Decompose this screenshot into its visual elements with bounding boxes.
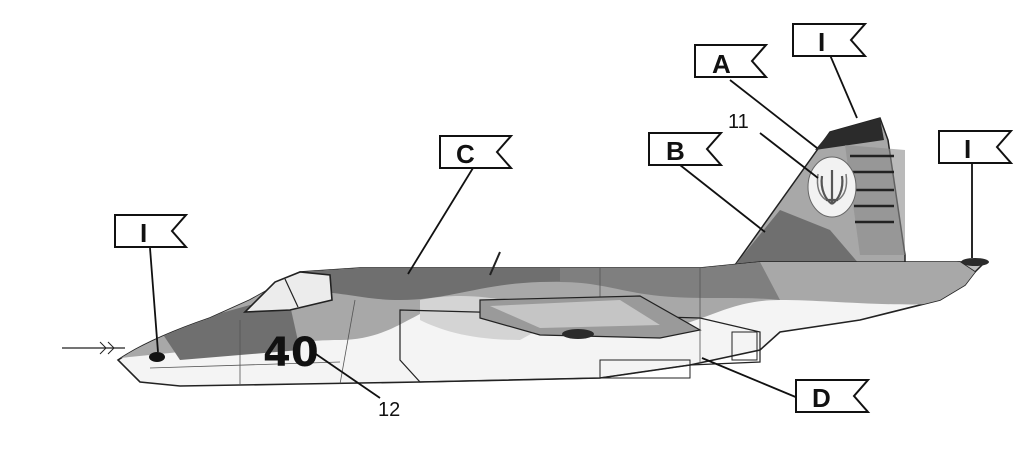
svg-text:I: I	[818, 27, 825, 57]
label-12: 12	[378, 399, 400, 421]
svg-text:I: I	[140, 218, 147, 248]
svg-text:B: B	[666, 136, 685, 166]
callout-c: C	[439, 135, 514, 169]
label-11: 11	[728, 111, 749, 133]
pitot-probe	[62, 341, 125, 355]
callout-i-top: I	[792, 23, 868, 57]
svg-text:D: D	[812, 383, 831, 413]
spine-antenna	[489, 251, 501, 276]
roundel	[807, 156, 857, 218]
svg-text:I: I	[964, 134, 971, 164]
svg-text:C: C	[456, 139, 475, 169]
wing	[479, 295, 702, 339]
canopy	[242, 271, 333, 313]
nose-light	[149, 352, 165, 362]
callout-d: D	[795, 379, 871, 413]
callout-b: B	[648, 132, 724, 166]
callout-a: A	[694, 44, 769, 79]
callout-i-fin: I	[938, 130, 1014, 164]
leader-lines	[149, 54, 973, 399]
callout-i-nose: I	[114, 214, 189, 248]
svg-text:A: A	[712, 49, 731, 79]
engine-nacelle	[399, 309, 761, 383]
tail-number: 40	[263, 330, 319, 376]
